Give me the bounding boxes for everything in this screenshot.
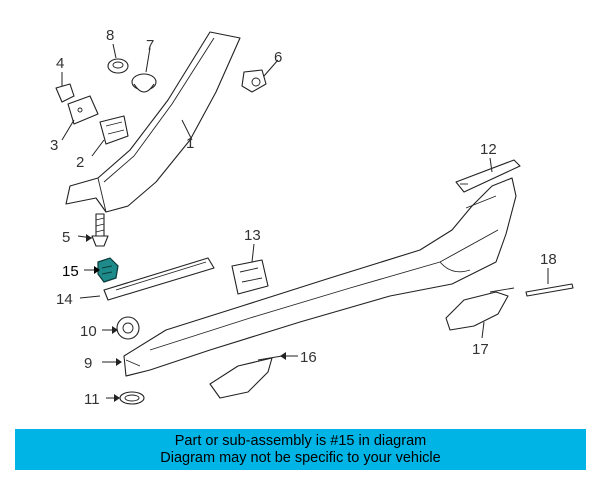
arrow-16 bbox=[280, 352, 286, 360]
callout-16: 16 bbox=[300, 349, 317, 366]
info-banner: Part or sub-assembly is #15 in diagram D… bbox=[15, 429, 586, 470]
part-18-rod bbox=[525, 283, 574, 297]
leader-6 bbox=[263, 59, 279, 77]
parts-diagram: 1 2 3 4 5 6 7 8 bbox=[50, 27, 574, 408]
arrow-15 bbox=[94, 266, 100, 274]
callout-8: 8 bbox=[106, 27, 114, 44]
callout-2: 2 bbox=[76, 154, 84, 171]
part-5-screw bbox=[91, 213, 109, 247]
callout-6: 6 bbox=[274, 49, 282, 66]
leader-1 bbox=[181, 119, 193, 141]
leader-8 bbox=[112, 43, 117, 59]
part-2-clip bbox=[99, 115, 129, 145]
callout-1: 1 bbox=[186, 135, 194, 152]
part-17-rear-guard bbox=[445, 287, 515, 331]
leader-13 bbox=[251, 243, 255, 263]
part-8-cap bbox=[107, 58, 129, 74]
banner-line-1: Part or sub-assembly is #15 in diagram bbox=[174, 433, 427, 449]
leader-17 bbox=[481, 321, 485, 339]
part-13-bracket bbox=[231, 259, 269, 295]
leader-3 bbox=[61, 119, 75, 141]
leader-14 bbox=[79, 295, 101, 299]
arrow-11 bbox=[114, 394, 120, 402]
callout-17: 17 bbox=[472, 341, 489, 358]
part-1-pillar-trim bbox=[65, 31, 241, 213]
callout-14: 14 bbox=[56, 291, 73, 308]
callout-11: 11 bbox=[84, 391, 100, 408]
arrow-5 bbox=[86, 234, 92, 242]
arrow-10 bbox=[112, 326, 118, 334]
part-4-pin bbox=[55, 83, 75, 103]
callout-12: 12 bbox=[480, 141, 497, 158]
callout-15: 15 bbox=[62, 263, 79, 280]
part-14-moulding bbox=[103, 257, 215, 301]
part-9-rocker-panel bbox=[123, 177, 517, 377]
part-15-clip bbox=[97, 257, 119, 283]
part-16-splash-guard bbox=[209, 355, 283, 399]
callout-5: 5 bbox=[62, 229, 70, 246]
callout-10: 10 bbox=[80, 323, 97, 340]
part-11-seal-ring bbox=[119, 391, 145, 405]
banner-line-2: Diagram may not be specific to your vehi… bbox=[160, 450, 441, 466]
arrow-9 bbox=[116, 358, 122, 366]
callout-9: 9 bbox=[84, 355, 92, 372]
leader-7 bbox=[145, 47, 151, 73]
callout-13: 13 bbox=[244, 227, 261, 244]
part-12-trim-end bbox=[455, 159, 521, 193]
part-3-bracket bbox=[67, 95, 99, 125]
leader-2 bbox=[91, 139, 105, 157]
callout-4: 4 bbox=[56, 55, 64, 72]
callout-3: 3 bbox=[50, 137, 58, 154]
callout-18: 18 bbox=[540, 251, 557, 268]
part-15-clip-shape bbox=[97, 257, 119, 283]
callout-7: 7 bbox=[146, 37, 154, 54]
leader-12 bbox=[489, 157, 493, 173]
part-6-bolt bbox=[241, 69, 267, 93]
part-10-plug bbox=[116, 316, 140, 340]
part-7-grommet bbox=[131, 73, 157, 93]
